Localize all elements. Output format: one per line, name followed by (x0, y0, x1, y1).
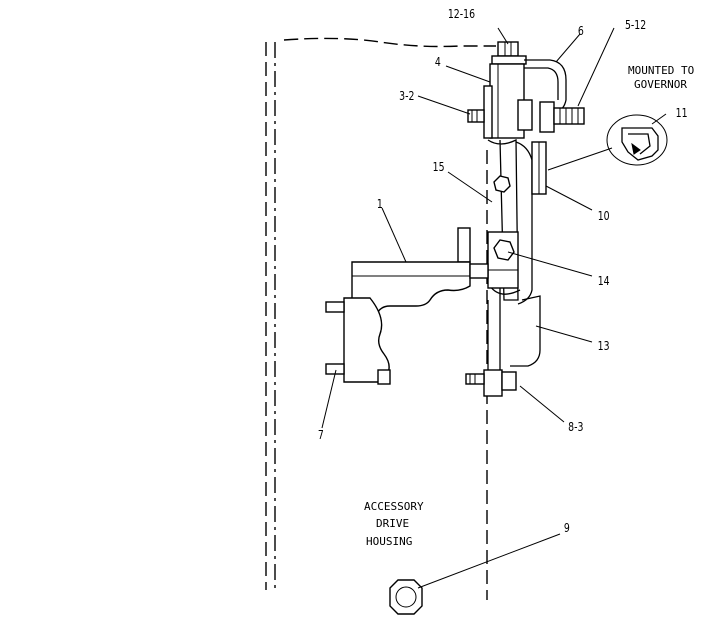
callout-1: 1 (377, 197, 383, 211)
text-notes: MOUNTED TO GOVERNOR ACCESSORY DRIVE HOUS… (364, 64, 694, 548)
callout-11: 11 (676, 106, 688, 120)
callout-8-3: 8-3 (568, 420, 583, 434)
callout-15: 15 (433, 160, 445, 174)
callout-9: 9 (564, 521, 570, 535)
lower-clamp (325, 297, 391, 385)
accessory-drive-housing-line3: HOUSING (366, 535, 412, 548)
right-stud (539, 101, 585, 133)
clamp-block (487, 231, 519, 289)
leader-lines (321, 27, 667, 589)
accessory-drive-housing-line2: DRIVE (376, 517, 409, 530)
callout-14: 14 (598, 274, 610, 288)
rod-hex-nut (493, 175, 511, 193)
callout-13: 13 (598, 339, 610, 353)
accessory-drive-housing-line1: ACCESSORY (364, 500, 424, 513)
callout-12-16: 12-16 (448, 7, 475, 21)
top-bolt (491, 41, 527, 65)
upper-lever-block (483, 63, 533, 139)
callout-3-2: 3-2 (399, 89, 414, 103)
callout-5-12: 5-12 (625, 18, 646, 32)
seal-detail-inset (606, 114, 668, 166)
main-bracket (351, 227, 489, 337)
mounted-to-governor-line1: MOUNTED TO (628, 64, 694, 77)
mounting-plate (465, 369, 517, 397)
callout-labels: 12-16 6 5-12 4 3-2 11 15 10 1 14 13 7 8-… (318, 7, 688, 535)
left-stud (467, 109, 485, 123)
callout-4: 4 (435, 55, 441, 69)
callout-10: 10 (598, 209, 610, 223)
mounted-to-governor-line2: GOVERNOR (634, 78, 687, 91)
loose-hex-nut (389, 579, 423, 615)
callout-6: 6 (578, 24, 584, 38)
callout-7: 7 (318, 428, 324, 442)
